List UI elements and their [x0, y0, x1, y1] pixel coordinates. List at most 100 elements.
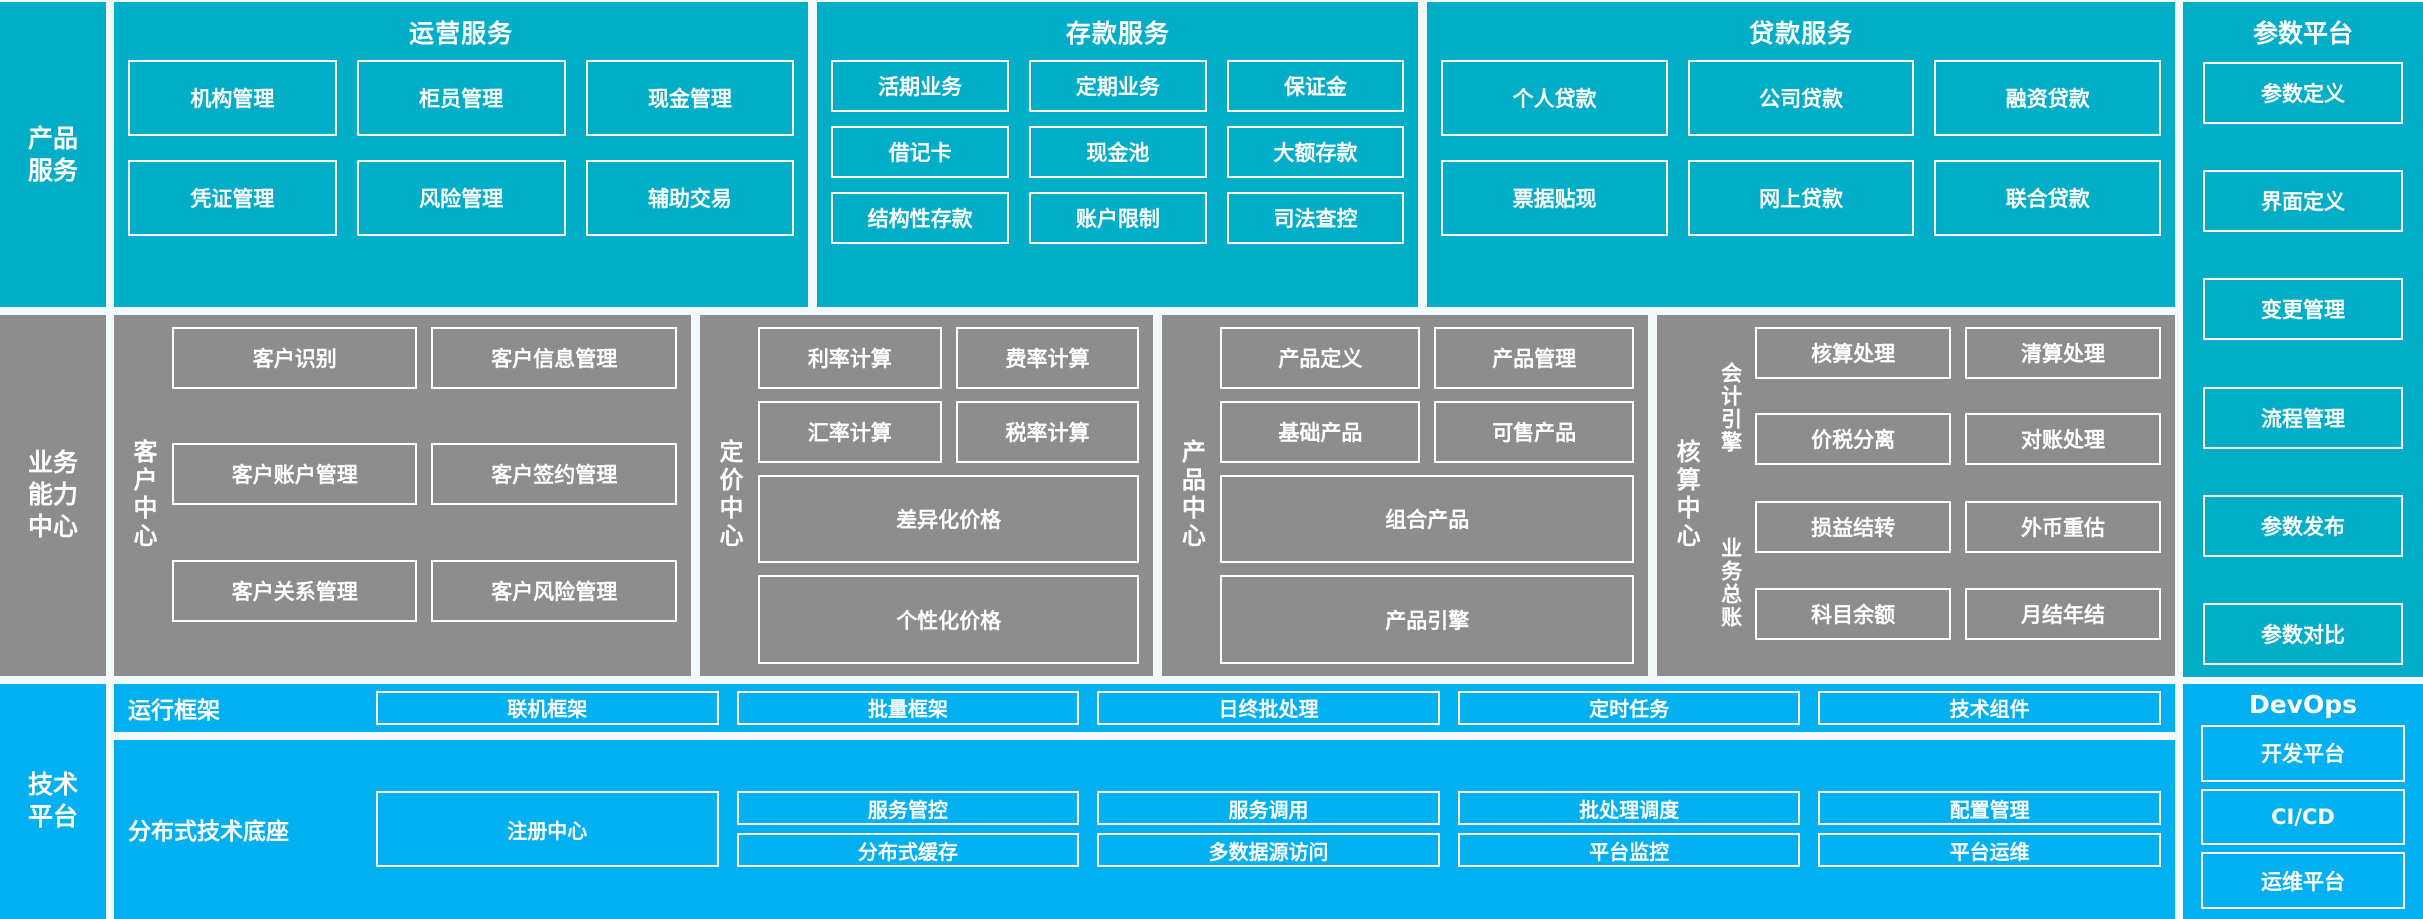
capability-item[interactable]: 汇率计算 — [757, 401, 942, 463]
capability-item[interactable]: 客户账户管理 — [172, 443, 418, 506]
capability-item[interactable]: 客户签约管理 — [431, 443, 677, 506]
service-item[interactable]: 保证金 — [1226, 60, 1405, 112]
capability-item[interactable]: 利率计算 — [757, 327, 942, 389]
panel-deposit-services: 存款服务 活期业务 定期业务 保证金 借记卡 现金池 大额存款 结构性存款 账户… — [817, 2, 1419, 307]
tech-item[interactable]: 服务调用 — [1097, 791, 1440, 826]
capability-item[interactable]: 税率计算 — [955, 401, 1140, 463]
tech-item[interactable]: 批量框架 — [736, 690, 1080, 725]
subgroup-label: 业务总账 — [1718, 536, 1743, 629]
center-label: 核算中心 — [1672, 439, 1701, 552]
tech-item[interactable]: 平台监控 — [1457, 833, 1801, 868]
panel-title: 存款服务 — [1065, 19, 1170, 48]
capability-item[interactable]: 客户关系管理 — [172, 559, 418, 622]
service-item[interactable]: 辅助交易 — [585, 160, 795, 236]
service-item[interactable]: 借记卡 — [831, 126, 1009, 178]
right-column: 参数平台 参数定义 界面定义 变更管理 流程管理 参数发布 参数对比 — [2183, 2, 2423, 677]
parameter-item[interactable]: 参数对比 — [2203, 602, 2403, 665]
tech-item[interactable]: 分布式缓存 — [736, 833, 1080, 868]
service-item[interactable]: 凭证管理 — [128, 160, 337, 236]
rail-label-line1: 业务 — [27, 448, 78, 478]
service-item[interactable]: 联合贷款 — [1934, 160, 2161, 236]
tech-item[interactable]: 定时任务 — [1457, 690, 1801, 725]
capability-item[interactable]: 客户识别 — [172, 327, 418, 389]
capability-item[interactable]: 科目余额 — [1755, 587, 1952, 640]
tech-item[interactable]: 注册中心 — [376, 791, 719, 868]
row-technical-platform: 技术 平台 运行框架 联机框架 批量框架 日终批处理 定时任务 技术组件 分布式… — [0, 683, 2423, 919]
parameter-item[interactable]: 界面定义 — [2203, 170, 2403, 233]
service-item[interactable]: 现金池 — [1029, 126, 1207, 178]
panel-parameter-platform: 参数平台 参数定义 界面定义 变更管理 流程管理 参数发布 参数对比 — [2183, 2, 2423, 677]
capability-item[interactable]: 外币重估 — [1965, 501, 2161, 554]
rail-label-line1: 技术 — [27, 770, 78, 800]
service-item[interactable]: 融资贷款 — [1934, 60, 2161, 136]
parameter-item[interactable]: 流程管理 — [2203, 386, 2403, 449]
capability-item[interactable]: 可售产品 — [1434, 401, 1635, 463]
capability-item[interactable]: 损益结转 — [1755, 501, 1952, 554]
service-item[interactable]: 现金管理 — [585, 60, 795, 136]
row-product-services: 产品 服务 运营服务 机构管理 柜员管理 现金管理 凭证管理 风险管理 辅助交易… — [0, 2, 2423, 677]
capability-item-wide[interactable]: 组合产品 — [1220, 475, 1635, 564]
product-services-panels: 运营服务 机构管理 柜员管理 现金管理 凭证管理 风险管理 辅助交易 存款服务 … — [114, 2, 2175, 307]
row-business-capability: 业务 能力 中心 客户中心 客户识别 客户信息管理 客户账户管理 客户签约管理 … — [0, 315, 2423, 676]
service-item[interactable]: 柜员管理 — [356, 60, 566, 136]
capability-item[interactable]: 月结年结 — [1965, 587, 2161, 640]
right-column-spacer — [2183, 315, 2423, 676]
capability-item[interactable]: 费率计算 — [955, 327, 1140, 389]
devops-item[interactable]: 运维平台 — [2201, 852, 2405, 909]
capability-item[interactable]: 基础产品 — [1220, 401, 1421, 463]
devops-column: DevOps 开发平台 CI/CD 运维平台 — [2183, 683, 2423, 919]
strip-runtime-framework: 运行框架 联机框架 批量框架 日终批处理 定时任务 技术组件 — [114, 683, 2175, 732]
service-item[interactable]: 定期业务 — [1029, 60, 1207, 112]
accounting-subgroup-engine: 会计引擎 核算处理 清算处理 价税分离 对账处理 — [1715, 327, 2161, 489]
tech-item[interactable]: 批处理调度 — [1457, 791, 1801, 826]
service-item[interactable]: 网上贷款 — [1687, 160, 1915, 236]
capability-item[interactable]: 清算处理 — [1965, 327, 2161, 379]
strip-label: 运行框架 — [128, 697, 220, 724]
capability-item[interactable]: 客户信息管理 — [431, 327, 677, 389]
tech-item[interactable]: 平台运维 — [1818, 833, 2161, 868]
panel-loan-services: 贷款服务 个人贷款 公司贷款 融资贷款 票据贴现 网上贷款 联合贷款 — [1427, 2, 2175, 307]
panel-operations-services: 运营服务 机构管理 柜员管理 现金管理 凭证管理 风险管理 辅助交易 — [114, 2, 809, 307]
parameter-item[interactable]: 变更管理 — [2203, 278, 2403, 341]
rail-product-services: 产品 服务 — [0, 2, 106, 307]
parameter-item[interactable]: 参数定义 — [2203, 62, 2403, 124]
tech-item[interactable]: 联机框架 — [376, 690, 719, 725]
capability-item[interactable]: 价税分离 — [1755, 413, 1952, 466]
capability-item-wide[interactable]: 差异化价格 — [757, 475, 1140, 564]
tech-item[interactable]: 日终批处理 — [1097, 690, 1440, 725]
tech-item[interactable]: 多数据源访问 — [1097, 833, 1440, 868]
center-label: 客户中心 — [129, 439, 157, 552]
devops-item[interactable]: CI/CD — [2201, 788, 2405, 846]
tech-item[interactable]: 技术组件 — [1818, 690, 2161, 725]
service-item[interactable]: 大额存款 — [1226, 126, 1405, 178]
capability-item-wide[interactable]: 产品引擎 — [1220, 575, 1635, 664]
capability-item[interactable]: 对账处理 — [1965, 413, 2161, 466]
service-item[interactable]: 账户限制 — [1029, 192, 1207, 244]
capability-item[interactable]: 客户风险管理 — [431, 559, 677, 622]
capability-item[interactable]: 产品管理 — [1434, 327, 1635, 389]
service-item[interactable]: 活期业务 — [831, 60, 1009, 112]
service-item[interactable]: 司法查控 — [1226, 192, 1405, 244]
tech-item[interactable]: 配置管理 — [1818, 791, 2161, 826]
service-item[interactable]: 结构性存款 — [831, 192, 1009, 244]
rail-technical-platform: 技术 平台 — [0, 683, 106, 919]
tech-item[interactable]: 服务管控 — [736, 791, 1080, 826]
service-item[interactable]: 票据贴现 — [1441, 160, 1668, 236]
center-pricing: 定价中心 利率计算 费率计算 汇率计算 税率计算 差异化价格 个性化价格 — [699, 315, 1154, 676]
service-item[interactable]: 风险管理 — [356, 160, 566, 236]
subgroup-label: 会计引擎 — [1718, 362, 1743, 455]
rail-business-capability: 业务 能力 中心 — [0, 315, 106, 676]
capability-item[interactable]: 产品定义 — [1220, 327, 1421, 389]
service-item[interactable]: 公司贷款 — [1687, 60, 1915, 136]
service-item[interactable]: 个人贷款 — [1441, 60, 1668, 136]
service-item[interactable]: 机构管理 — [128, 60, 337, 136]
center-accounting: 核算中心 会计引擎 核算处理 清算处理 价税分离 对账处理 业务总账 — [1657, 315, 2175, 676]
accounting-subgroup-ledger: 业务总账 损益结转 外币重估 科目余额 月结年结 — [1715, 501, 2161, 663]
panel-title: DevOps — [2248, 689, 2358, 719]
rail-label-line2: 平台 — [27, 802, 78, 832]
capability-item-wide[interactable]: 个性化价格 — [757, 575, 1140, 664]
devops-item[interactable]: 开发平台 — [2201, 724, 2405, 782]
capability-item[interactable]: 核算处理 — [1755, 327, 1952, 379]
parameter-item[interactable]: 参数发布 — [2203, 494, 2403, 557]
center-customer: 客户中心 客户识别 客户信息管理 客户账户管理 客户签约管理 客户关系管理 客户… — [114, 315, 691, 676]
